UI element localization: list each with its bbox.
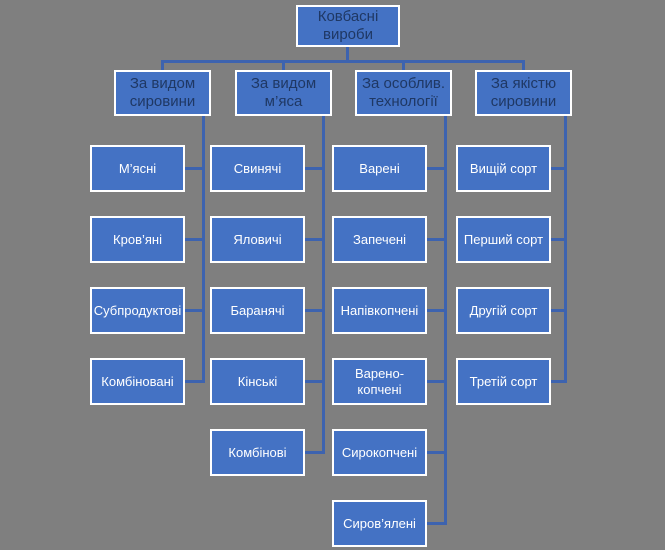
connector-stub <box>184 238 205 241</box>
node-category-technology: За особлив. технології <box>355 70 452 116</box>
connector-drop-4 <box>522 60 525 72</box>
connector-root-stem <box>346 46 349 62</box>
connector-drop-3 <box>402 60 405 72</box>
node-root: Ковбасні вироби <box>296 5 400 47</box>
node-child: Вищій сорт <box>456 145 551 192</box>
connector-stub <box>426 167 447 170</box>
node-label: Свинячі <box>233 160 282 176</box>
connector-stub <box>550 167 567 170</box>
node-label: Сирокопчені <box>341 444 418 460</box>
node-child: Баранячі <box>210 287 305 334</box>
node-child: Свинячі <box>210 145 305 192</box>
node-category-quality: За якістю сировини <box>475 70 572 116</box>
connector-stub <box>550 309 567 312</box>
connector-bus <box>161 60 525 63</box>
connector-stub <box>550 238 567 241</box>
node-label: Комбінові <box>228 444 287 460</box>
node-child: Яловичі <box>210 216 305 263</box>
node-category-meat-type: За видом м’яса <box>235 70 332 116</box>
node-child: Запечені <box>332 216 427 263</box>
node-child: Комбінові <box>210 429 305 476</box>
connector-stub <box>426 451 447 454</box>
connector-stub <box>426 522 447 525</box>
node-label: Варені <box>359 160 400 176</box>
node-child: Сирокопчені <box>332 429 427 476</box>
node-child: Комбіновані <box>90 358 185 405</box>
node-child: Варено- копчені <box>332 358 427 405</box>
connector-stub <box>426 309 447 312</box>
connector-stub <box>304 309 325 312</box>
node-child: Сиров’ялені <box>332 500 427 547</box>
node-label: М’ясні <box>118 160 157 176</box>
node-child: М’ясні <box>90 145 185 192</box>
node-label: Комбіновані <box>101 373 174 389</box>
node-label: За якістю сировини <box>490 74 557 110</box>
connector-spine-col3 <box>444 114 447 524</box>
node-label: Кінські <box>237 373 278 389</box>
node-label: Баранячі <box>230 302 285 318</box>
node-label: За видом сировини <box>129 74 196 110</box>
connector-stub <box>304 380 325 383</box>
node-label: Субпродуктові <box>93 302 182 318</box>
node-label: Яловичі <box>233 231 282 247</box>
connector-spine-col4 <box>564 114 567 382</box>
node-label: Другій сорт <box>469 302 538 318</box>
connector-stub <box>550 380 567 383</box>
node-child: Третій сорт <box>456 358 551 405</box>
node-label: За особлив. технології <box>361 74 446 110</box>
connector-spine-col2 <box>322 114 325 453</box>
node-child: Напівкопчені <box>332 287 427 334</box>
node-label: Кров’яні <box>113 231 162 247</box>
node-label: Третій сорт <box>469 373 538 389</box>
node-child: Кінські <box>210 358 305 405</box>
connector-stub <box>184 380 205 383</box>
node-child: Перший сорт <box>456 216 551 263</box>
node-label: За видом м’яса <box>250 74 317 110</box>
connector-stub <box>184 309 205 312</box>
node-label: Ковбасні вироби <box>317 7 379 43</box>
connector-drop-1 <box>161 60 164 72</box>
connector-stub <box>426 238 447 241</box>
node-label: Варено- копчені <box>354 365 405 397</box>
node-label: Запечені <box>353 231 406 247</box>
connector-stub <box>426 380 447 383</box>
node-child: Варені <box>332 145 427 192</box>
node-child: Субпродуктові <box>90 287 185 334</box>
node-child: Другій сорт <box>456 287 551 334</box>
node-label: Вищій сорт <box>469 160 538 176</box>
node-label: Напівкопчені <box>340 302 419 318</box>
node-label: Сиров’ялені <box>343 515 416 531</box>
node-category-raw-material-type: За видом сировини <box>114 70 211 116</box>
connector-spine-col1 <box>202 114 205 382</box>
connector-stub <box>304 451 325 454</box>
connector-stub <box>304 238 325 241</box>
node-label: Перший сорт <box>463 231 544 247</box>
connector-stub <box>184 167 205 170</box>
connector-stub <box>304 167 325 170</box>
connector-drop-2 <box>282 60 285 72</box>
node-child: Кров’яні <box>90 216 185 263</box>
